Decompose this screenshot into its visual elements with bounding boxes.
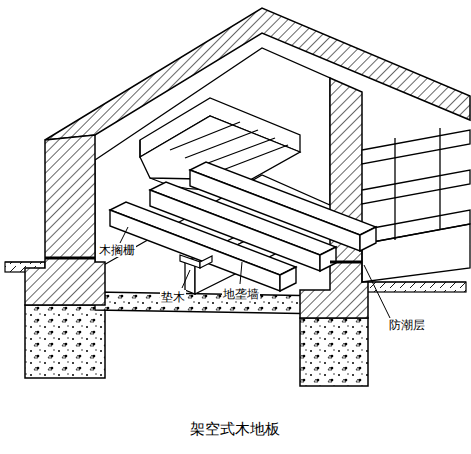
leader-line — [120, 227, 128, 243]
wall-section — [45, 8, 470, 140]
leader-line — [182, 270, 190, 288]
joist-right-room — [362, 224, 470, 282]
room-interior — [139, 140, 140, 157]
ground-earth — [5, 261, 45, 262]
room-interior — [170, 122, 240, 150]
floor-joist — [320, 247, 336, 271]
sleeper-label: 垫木 — [160, 290, 186, 304]
sleeper-wall-label: 地垄墙 — [222, 287, 260, 301]
floor-joist — [360, 227, 376, 251]
joist-right-room — [394, 138, 395, 240]
joist-right-room — [362, 128, 470, 282]
ground-earth — [362, 282, 466, 292]
joist-label: 木搁栅 — [98, 243, 136, 257]
joist-right-room — [362, 130, 470, 164]
wall-section — [25, 135, 105, 305]
floor-joist — [110, 162, 376, 291]
damp-proof-label: 防潮层 — [388, 318, 426, 332]
leader-line — [240, 262, 242, 284]
sleeper-block — [180, 255, 212, 268]
damp-proof-course — [45, 257, 95, 260]
joist-right-room — [439, 128, 440, 230]
sleeper-block — [180, 255, 200, 268]
figure-caption: 架空式木地板 — [190, 420, 280, 439]
ground-earth — [362, 281, 466, 282]
wall-section — [300, 78, 368, 318]
leader-line — [364, 265, 390, 318]
joist-right-room — [362, 170, 470, 204]
wall-section — [25, 8, 470, 318]
leader-line — [120, 227, 390, 318]
floor-joist — [280, 267, 296, 291]
damp-proof-course — [45, 258, 362, 262]
concrete-slab — [95, 292, 330, 314]
sleeper-block — [200, 256, 212, 268]
room-interior — [200, 138, 275, 166]
room-interior — [185, 130, 258, 158]
concrete-footing — [25, 305, 105, 378]
concrete-slab — [95, 292, 330, 314]
room-interior — [215, 145, 288, 173]
floor-joist — [110, 202, 296, 275]
damp-proof-course — [330, 261, 362, 264]
concrete-footing — [300, 318, 368, 386]
